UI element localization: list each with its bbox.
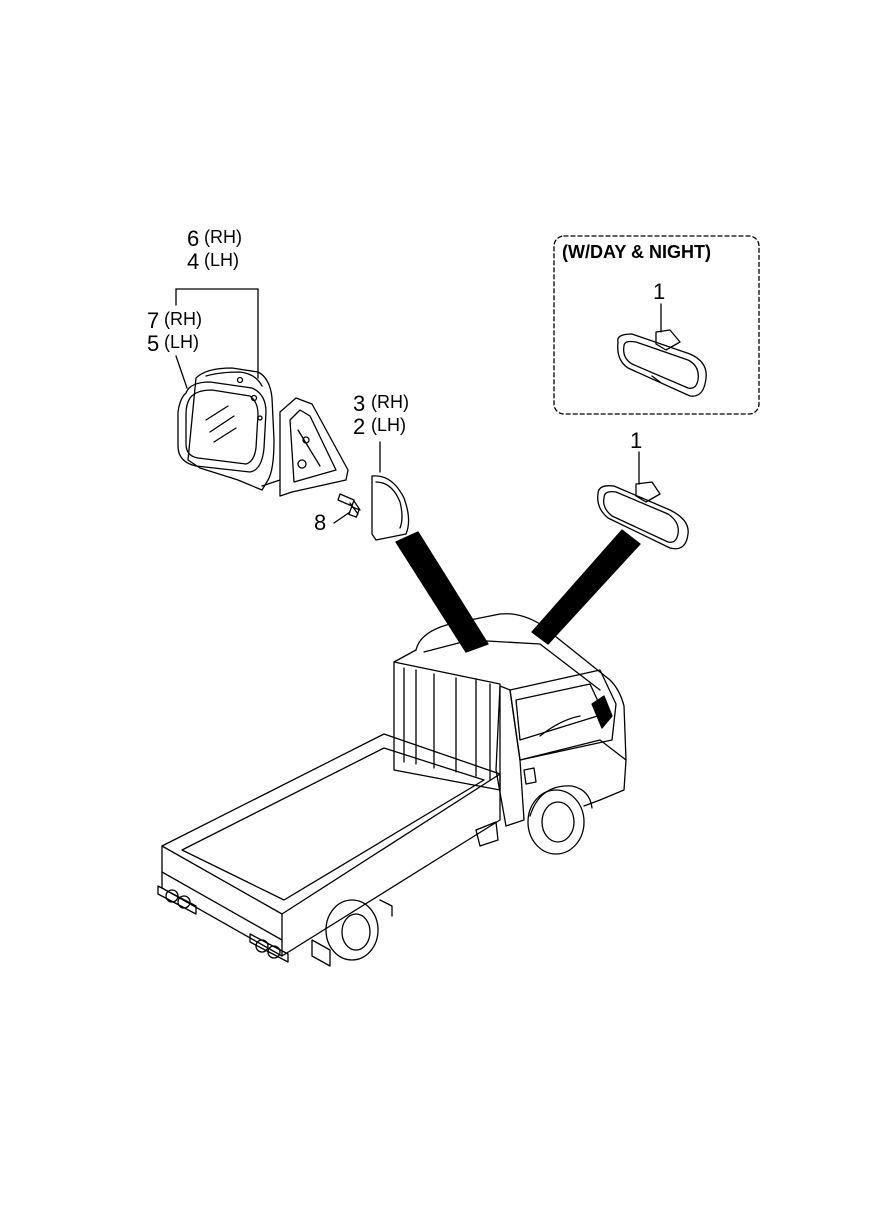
callout-6-number: 6 xyxy=(187,226,200,251)
garnish-trim xyxy=(371,441,410,541)
inside-mirror xyxy=(597,451,689,550)
callout-4-side: (LH) xyxy=(204,250,239,270)
garnish-pointer-arrow xyxy=(395,531,489,653)
option-box-title: (W/DAY & NIGHT) xyxy=(562,242,712,262)
callout-6-side: (RH) xyxy=(204,227,242,247)
outside-mirror-leaders xyxy=(175,288,259,389)
screw xyxy=(333,493,361,524)
callout-4-number: 4 xyxy=(187,249,200,274)
callout-7-side: (RH) xyxy=(164,309,202,329)
truck-illustration xyxy=(157,613,627,967)
callout-2-side: (LH) xyxy=(371,415,406,435)
option-box-frame xyxy=(553,235,760,415)
callout-5-number: 5 xyxy=(147,331,160,356)
callout-8-number: 8 xyxy=(314,510,327,535)
callout-3-number: 3 xyxy=(353,391,366,416)
inside-mirror-day-night xyxy=(617,303,707,397)
outside-mirror-assembly xyxy=(177,367,349,497)
mirror-pointer-arrow xyxy=(531,529,641,645)
callout-5-side: (LH) xyxy=(164,332,199,352)
callout-3-side: (RH) xyxy=(371,392,409,412)
callout-7-number: 7 xyxy=(147,308,160,333)
callout-2-number: 2 xyxy=(353,414,366,439)
callout-1-number: 1 xyxy=(630,428,643,453)
callout-1-box-number: 1 xyxy=(653,279,666,304)
